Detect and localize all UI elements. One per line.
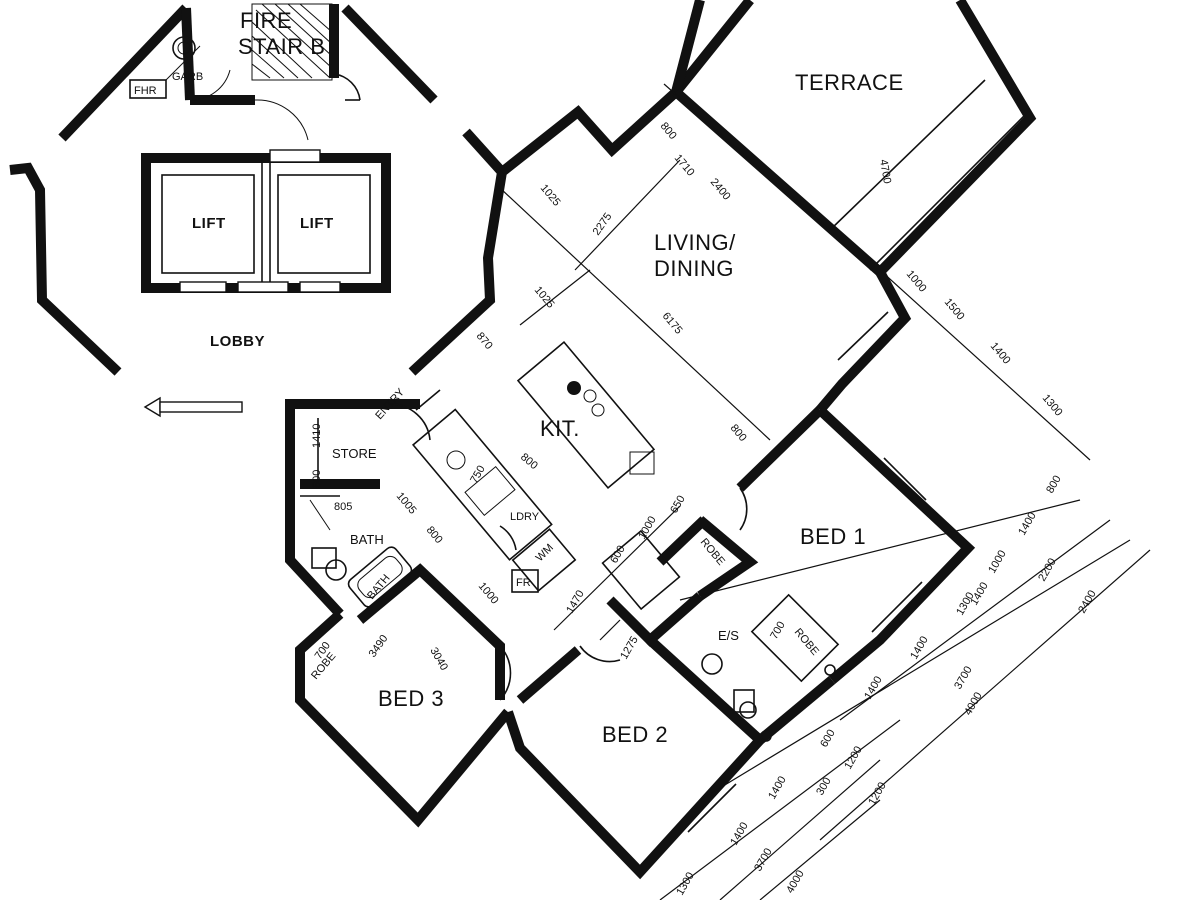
wm-label: WM — [534, 542, 556, 564]
dim-bot-i: 4000 — [784, 868, 807, 895]
bed-2-label: BED 2 — [602, 722, 668, 747]
dim-bot-c: 1200 — [866, 780, 889, 807]
dim-bath-a: 1005 — [394, 490, 419, 516]
dim-bed1-b: 1400 — [1016, 510, 1039, 537]
apartment-walls — [285, 0, 1037, 880]
dim-bath-c: 1000 — [476, 580, 501, 606]
dim-terrace-depth: 4700 — [877, 158, 893, 184]
dim-ens-f: 700 — [768, 620, 788, 642]
dim-living-e: 2275 — [591, 211, 615, 238]
dim-ldry-b: 800 — [518, 451, 540, 472]
dim-store-b: 800 — [311, 470, 323, 488]
dim-kit-a: 800 — [728, 422, 749, 444]
fridge-label: FR — [516, 577, 531, 589]
dim-bed1-h: 2200 — [1036, 556, 1059, 583]
dim-bot-h: 3700 — [752, 846, 775, 873]
dim-bed1-j: 2400 — [1076, 588, 1099, 615]
dim-bot-e: 300 — [814, 776, 834, 798]
lobby-label: LOBBY — [210, 333, 265, 350]
fire-stair-label-2: STAIR B — [238, 34, 325, 59]
direction-arrow-icon — [143, 396, 243, 418]
fire-stair — [181, 3, 361, 105]
dim-living-d: 1025 — [538, 182, 563, 208]
dim-bed1-a: 800 — [1044, 474, 1064, 496]
terrace-label: TERRACE — [795, 70, 904, 95]
dim-right-4: 1300 — [1040, 392, 1065, 418]
robe-2-label: ROBE — [792, 626, 821, 658]
dim-ens-d: 1470 — [564, 588, 587, 615]
kitchen-bench — [411, 340, 656, 561]
dim-bot-a: 600 — [818, 728, 838, 750]
dim-right-1: 1000 — [904, 268, 929, 294]
laundry-label: LDRY — [510, 511, 540, 523]
dim-bed1-g: 1400 — [862, 674, 885, 701]
lift-1-label: LIFT — [192, 215, 226, 232]
living-label: LIVING/ — [654, 230, 736, 255]
dim-bed1-f: 1400 — [908, 634, 931, 661]
dim-living-h: 870 — [474, 330, 495, 352]
dim-living-c: 800 — [658, 120, 679, 142]
dim-right-3: 1400 — [988, 340, 1013, 366]
dimension-lines — [499, 83, 1151, 900]
dim-ldry-a: 750 — [468, 464, 488, 486]
fire-stair-label-1: FIRE — [240, 8, 292, 33]
bed-1-label: BED 1 — [800, 524, 866, 549]
dim-bath-b: 800 — [424, 524, 445, 546]
dim-bed1-k: 4000 — [962, 690, 985, 717]
fhr-label: FHR — [134, 85, 157, 97]
dim-ens-e: 1275 — [618, 634, 641, 661]
dim-right-2: 1500 — [942, 296, 967, 322]
dim-bed1-i: 3700 — [952, 664, 975, 691]
building-core: FIRE STAIR B GARB FHR LIFT LIFT LOBBY — [9, 3, 438, 418]
ensuite-label: E/S — [718, 628, 739, 643]
kitchen-label: KIT. — [540, 416, 580, 441]
bed-3-label: BED 3 — [378, 686, 444, 711]
dim-living-g: 6175 — [660, 310, 685, 336]
dim-bed3-a: 3490 — [367, 633, 391, 660]
dim-bath-d: 805 — [334, 501, 352, 513]
dim-bot-f: 1300 — [674, 870, 697, 897]
lift-shaft — [141, 149, 391, 293]
dim-living-f: 1025 — [532, 284, 557, 310]
store-label: STORE — [332, 446, 377, 461]
garbage-label: GARB — [172, 71, 203, 83]
dim-ens-a: 650 — [668, 494, 688, 516]
lift-2-label: LIFT — [300, 215, 334, 232]
dim-bed3-b: 3040 — [427, 646, 450, 673]
dining-label: DINING — [654, 256, 734, 281]
dim-living-a: 2400 — [708, 176, 733, 202]
dim-ens-b: 1000 — [636, 514, 659, 541]
dim-store-a: 1410 — [311, 424, 323, 448]
bath-label: BATH — [350, 532, 384, 547]
dim-bot-b: 1200 — [842, 744, 865, 771]
dim-bed1-c: 1000 — [986, 548, 1009, 575]
dim-bot-d: 1400 — [766, 774, 789, 801]
garbage-chute — [129, 36, 309, 141]
dim-ens-c: 600 — [608, 544, 628, 566]
